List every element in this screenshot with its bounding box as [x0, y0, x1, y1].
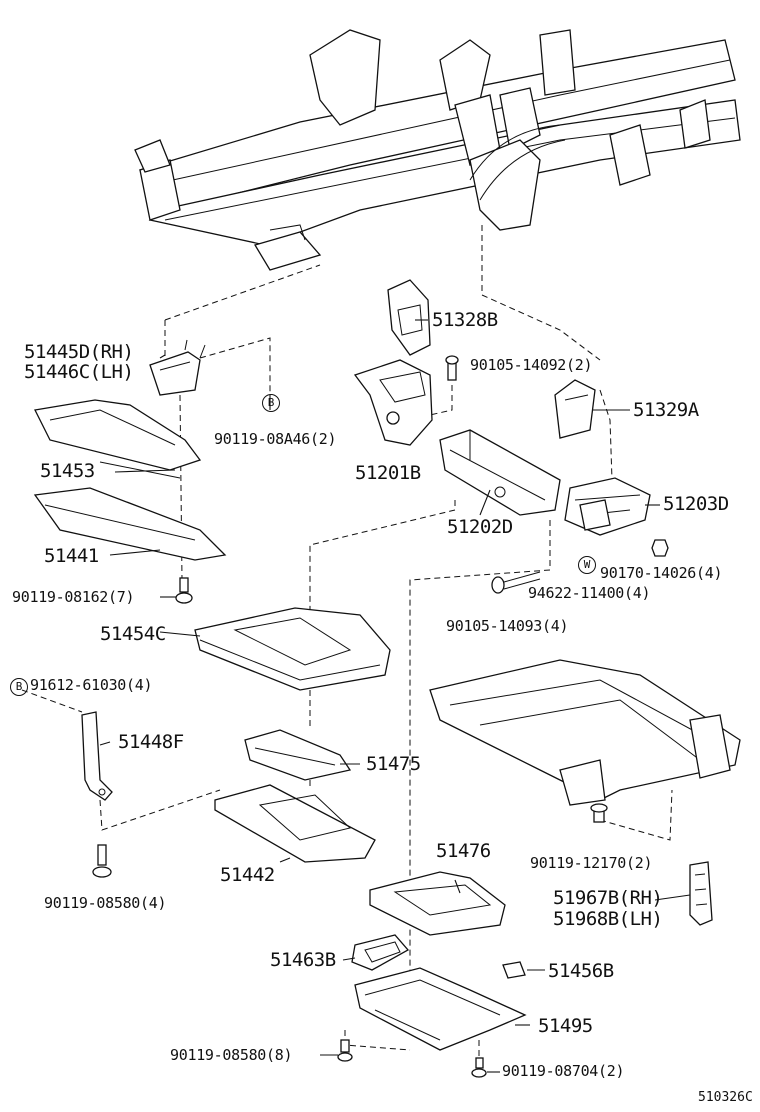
label-51202d: 51202D [447, 516, 513, 538]
label-94622-11400: 94622-11400(4) [528, 584, 651, 602]
label-90119-08704: 90119-08704(2) [502, 1062, 625, 1080]
label-51456b: 51456B [548, 960, 614, 982]
label-51441: 51441 [44, 545, 99, 567]
bolt-90119-08704 [471, 1057, 487, 1078]
bracket-51329A [554, 379, 596, 439]
bracket-51448F [81, 711, 113, 801]
label-51201b: 51201B [355, 462, 421, 484]
label-90105-14093: 90105-14093(4) [446, 617, 569, 635]
strap-51967B [689, 861, 713, 926]
pad-51463B [351, 934, 410, 971]
label-51495: 51495 [538, 1015, 593, 1037]
plate-51454C [194, 607, 391, 691]
label-51445d: 51445D(RH) [24, 341, 134, 363]
label-90119-08a46: 90119-08A46(2) [214, 430, 337, 448]
frame-top [134, 29, 741, 271]
bolt-90119-08162 [175, 577, 193, 604]
marker-w-circle: W [578, 556, 596, 574]
plate-51442 [214, 784, 376, 863]
label-51448f: 51448F [118, 731, 184, 753]
label-51967b: 51967B(RH) [553, 887, 663, 909]
bracket-51445 [149, 339, 206, 396]
label-90119-08580-8: 90119-08580(8) [170, 1046, 293, 1064]
label-51968b: 51968B(LH) [553, 908, 663, 930]
label-51454c: 51454C [100, 623, 166, 645]
plate-51476 [369, 871, 506, 936]
bracket-51201B [353, 359, 433, 446]
bracket-51456B [502, 961, 526, 979]
label-90105-14092: 90105-14092(2) [470, 356, 593, 374]
diagram-code: 510326C [698, 1090, 753, 1105]
bolt-90105-14093 [491, 571, 541, 594]
frame-bottom [429, 659, 741, 806]
bolt-90105-14092 [445, 355, 459, 381]
bolt-90119-08580-8 [337, 1039, 353, 1062]
label-91612-61030: 91612-61030(4) [30, 676, 153, 694]
label-51446c: 51446C(LH) [24, 361, 134, 383]
label-51475: 51475 [366, 753, 421, 775]
label-51463b: 51463B [270, 949, 336, 971]
plate-51475 [244, 729, 352, 781]
label-51476: 51476 [436, 840, 491, 862]
marker-b-circle: B [262, 394, 280, 412]
plate-51453 [34, 399, 202, 479]
bolt-90119-12170 [590, 803, 608, 823]
nut-90170-14026 [651, 539, 669, 557]
plate-51441 [33, 487, 227, 561]
label-51453: 51453 [40, 460, 95, 482]
label-90170-14026: 90170-14026(4) [600, 564, 723, 582]
bolt-90119-08580-4 [92, 844, 112, 878]
mount-51203D [564, 477, 651, 536]
label-51329a: 51329A [633, 399, 699, 421]
label-90119-12170: 90119-12170(2) [530, 854, 653, 872]
label-90119-08162: 90119-08162(7) [12, 588, 135, 606]
label-51328b: 51328B [432, 309, 498, 331]
label-51203d: 51203D [663, 493, 729, 515]
label-51442: 51442 [220, 864, 275, 886]
crossmember-51202D [439, 429, 561, 516]
skid-plate-51495 [354, 967, 527, 1051]
bracket-51328B [387, 279, 431, 356]
marker-b-circle: B [10, 678, 28, 696]
label-90119-08580-4: 90119-08580(4) [44, 894, 167, 912]
